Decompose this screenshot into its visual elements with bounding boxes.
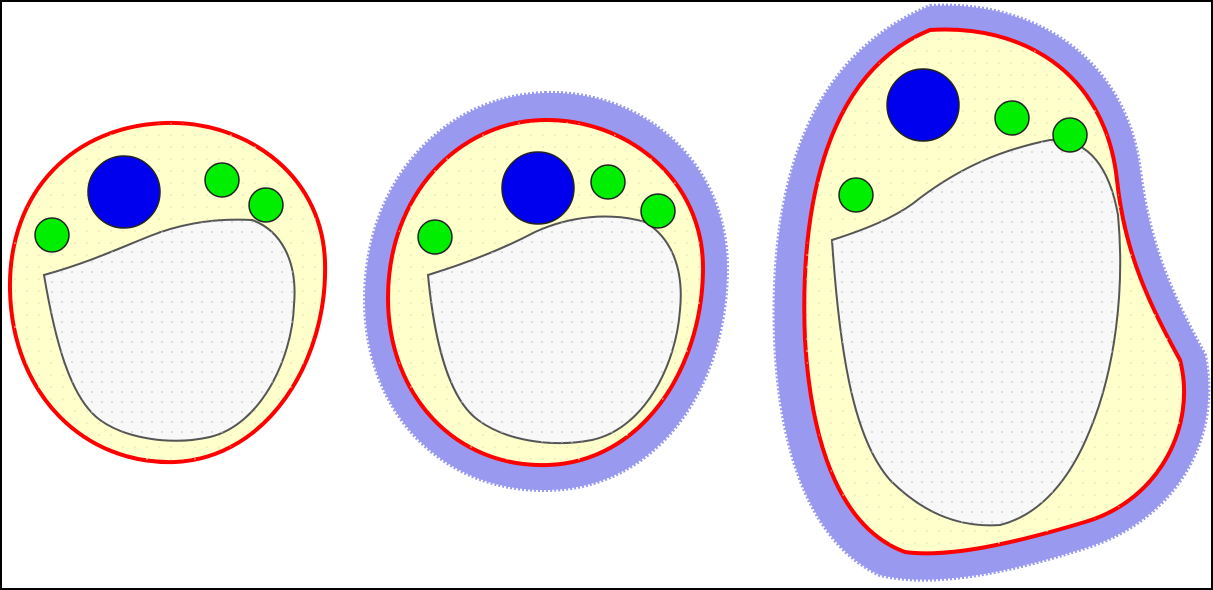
stage-2-small-bundle-right [641,194,675,228]
stage-2-small-bundle-left [418,220,452,254]
stage-2-cross-section [365,93,727,490]
stage-2-large-bundle [502,152,574,224]
stage-2-small-bundle-top [591,165,625,199]
stage-1-cross-section [10,123,325,462]
stage-1-large-bundle [88,156,160,228]
stage-3-small-bundle-top [995,101,1029,135]
stage-3-small-bundle-left [839,178,873,212]
stage-3-small-bundle-right [1053,118,1087,152]
stage-1-small-bundle-left [35,218,69,252]
stage-1-small-bundle-top [205,163,239,197]
stage-3-cross-section [774,6,1208,580]
stage-3-large-bundle [887,69,959,141]
stage-1-small-bundle-right [249,188,283,222]
